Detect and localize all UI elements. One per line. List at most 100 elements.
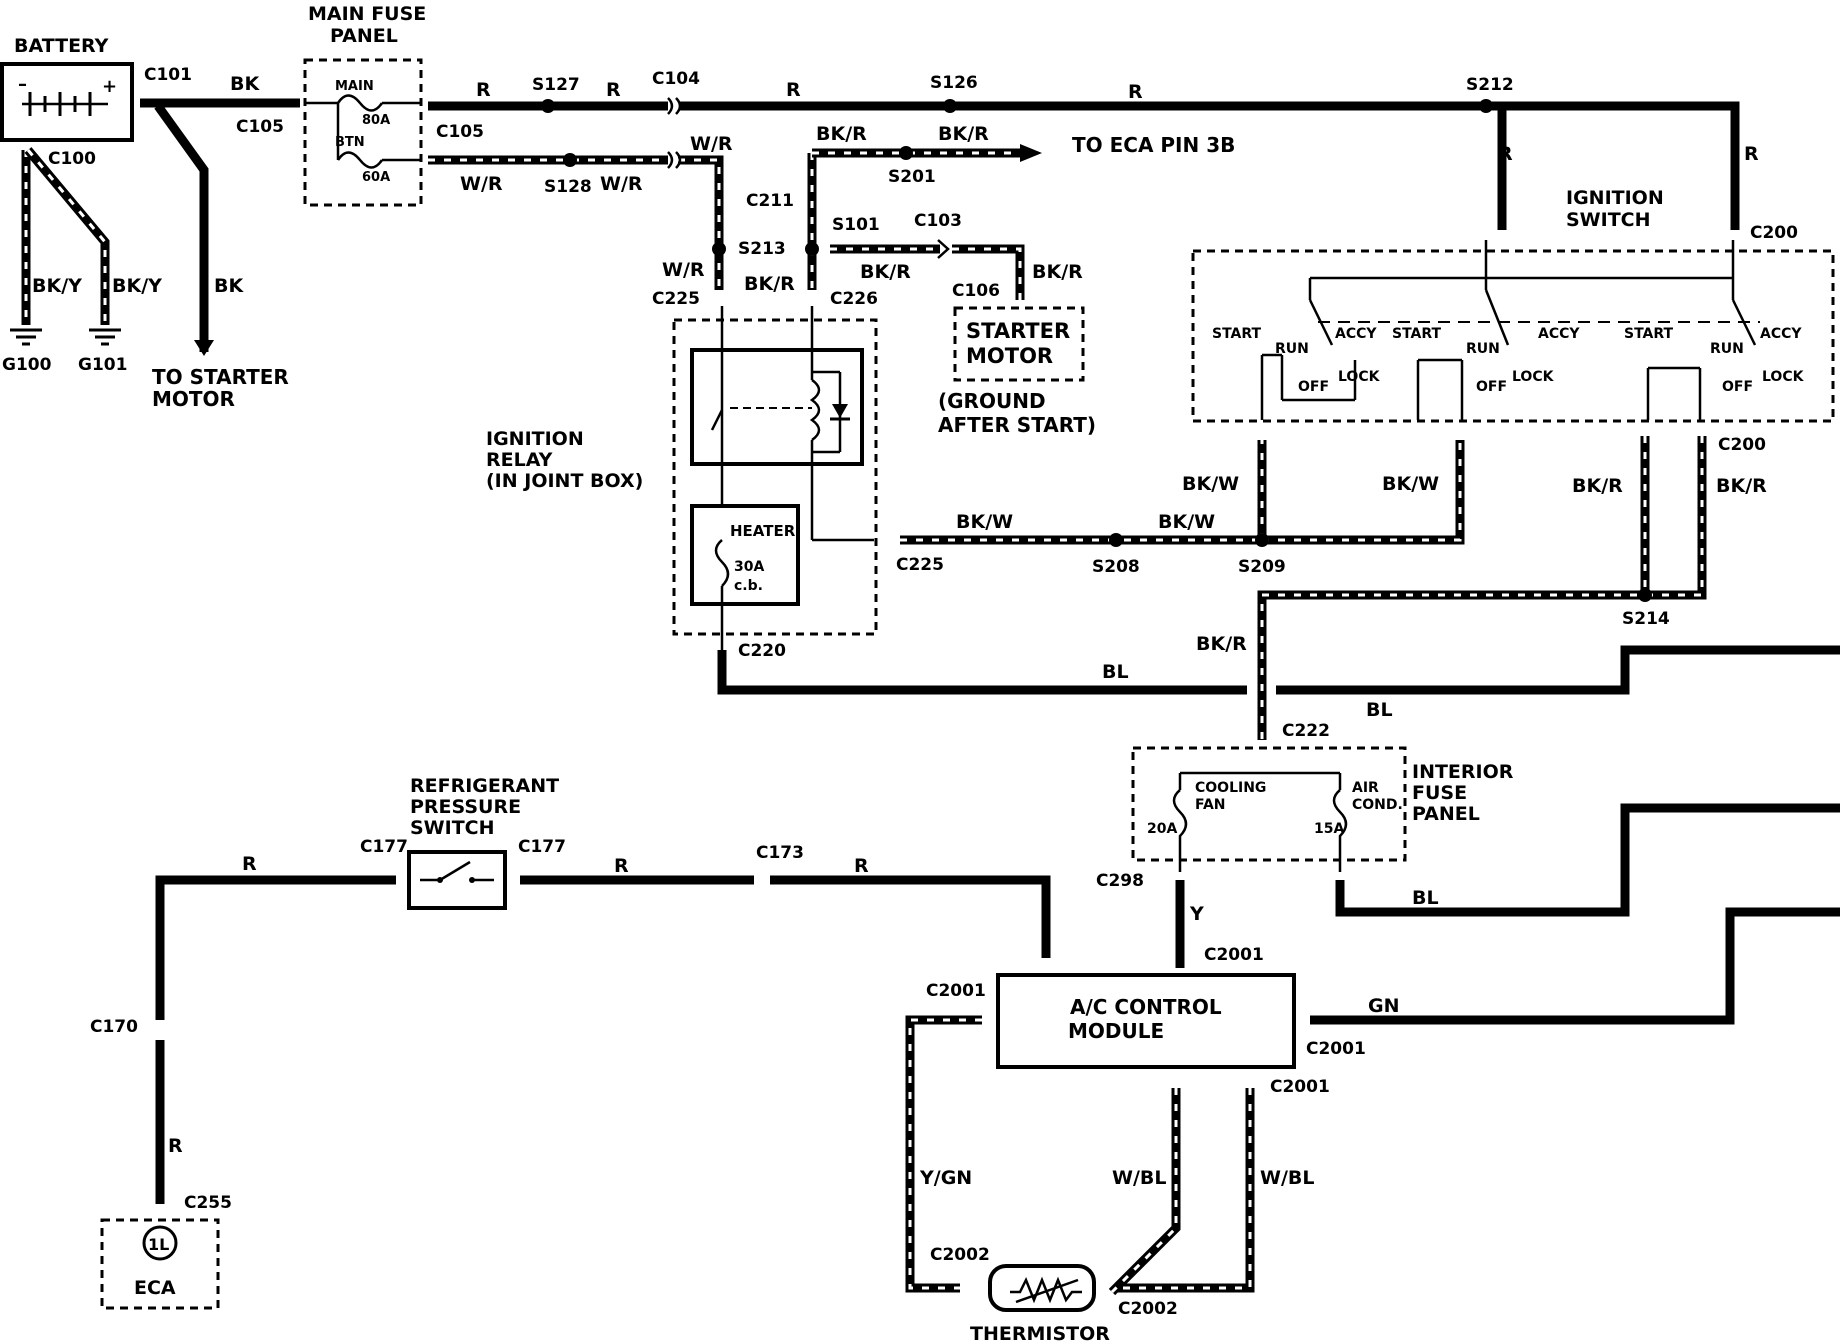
wire-r-8: R — [614, 855, 629, 877]
switch-start-3: START — [1624, 326, 1674, 342]
splice-s128: S128 — [544, 177, 592, 197]
eca-label: ECA — [134, 1277, 176, 1299]
btn-fuse-rating: 60A — [362, 170, 390, 185]
starter-motor-label-1: STARTER — [966, 319, 1070, 343]
ignition-relay-label-3: (IN JOINT BOX) — [486, 470, 643, 492]
wire-wr-3: W/R — [690, 133, 733, 155]
connector-c225-a: C225 — [652, 289, 700, 309]
svg-text:+: + — [102, 76, 117, 97]
wire-bkr-2: BK/R — [938, 123, 989, 145]
main-fuse-rating: 80A — [362, 113, 390, 128]
to-starter-motor-2: MOTOR — [152, 387, 235, 411]
connector-c200-b: C200 — [1718, 435, 1766, 455]
switch-run-3: RUN — [1710, 341, 1744, 357]
ac-module-label-2: MODULE — [1068, 1019, 1164, 1043]
cooling-fan-label-1: COOLING — [1195, 780, 1266, 796]
battery-label: BATTERY — [14, 35, 109, 57]
ignition-relay-label-2: RELAY — [486, 449, 553, 471]
ground-g100-label: G100 — [2, 355, 52, 375]
splice-s213: S213 — [738, 239, 786, 259]
connector-c298: C298 — [1096, 871, 1144, 891]
wire-r-1: R — [476, 79, 491, 101]
ignition-switch: START RUN ACCY OFF LOCK START RUN ACCY O… — [1191, 187, 1835, 423]
ac-module-label-1: A/C CONTROL — [1070, 995, 1222, 1019]
connector-c106: C106 — [952, 281, 1000, 301]
switch-off-1: OFF — [1298, 379, 1329, 395]
splice-s214: S214 — [1622, 609, 1670, 629]
connector-c2002-a: C2002 — [930, 1245, 990, 1265]
to-starter-motor-1: TO STARTER — [152, 365, 289, 389]
wire-r-3: R — [786, 79, 801, 101]
splice-s212: S212 — [1466, 75, 1514, 95]
battery: – + BATTERY — [0, 35, 134, 142]
wire-bkr-7: BK/R — [1716, 475, 1767, 497]
connector-c2001-c: C2001 — [1306, 1039, 1366, 1059]
connector-c105-a: C105 — [236, 117, 284, 137]
switch-run-1: RUN — [1275, 341, 1309, 357]
thermistor-label: THERMISTOR — [970, 1323, 1110, 1344]
svg-text:–: – — [18, 74, 27, 95]
connector-c177-a: C177 — [360, 837, 408, 857]
wire-bkr-6: BK/R — [1572, 475, 1623, 497]
heater-rating-2: c.b. — [734, 578, 763, 594]
splice-s201: S201 — [888, 167, 936, 187]
connector-c101: C101 — [144, 65, 192, 85]
switch-off-3: OFF — [1722, 379, 1753, 395]
interior-fuse-label-2: FUSE — [1412, 782, 1467, 804]
switch-accy-2: ACCY — [1538, 326, 1580, 342]
wire-bkw-2: BK/W — [1382, 473, 1439, 495]
connector-c255: C255 — [184, 1193, 232, 1213]
connector-c2001-b: C2001 — [926, 981, 986, 1001]
btn-fuse-label: BTN — [335, 135, 365, 150]
splice-s208: S208 — [1092, 557, 1140, 577]
wire-ygn: Y/GN — [919, 1167, 972, 1189]
wire-r-9: R — [854, 855, 869, 877]
wire-bl-3: BL — [1412, 887, 1439, 909]
connector-c2002-b: C2002 — [1118, 1299, 1178, 1319]
main-fuse-panel: MAIN FUSE PANEL MAIN 80A BTN 60A — [303, 3, 426, 207]
wire-bkw-3: BK/W — [956, 511, 1013, 533]
eca: 1L ECA — [100, 1218, 220, 1310]
wire-bkr-5: BK/R — [1032, 261, 1083, 283]
switch-lock-1: LOCK — [1338, 369, 1381, 385]
wire-bky-2: BK/Y — [112, 275, 162, 297]
interior-fuse-label-1: INTERIOR — [1412, 761, 1514, 783]
wire-color-labels: BK BK BK/Y BK/Y R R R R R R W/R W/R W/R … — [32, 73, 1767, 1189]
interior-fuse-panel: COOLING FAN 20A AIR COND. 15A INTERIOR F… — [1131, 746, 1514, 872]
splice-s209: S209 — [1238, 557, 1286, 577]
wire-r-10: R — [168, 1135, 183, 1157]
splices — [541, 99, 1652, 602]
cooling-fan-label-2: FAN — [1195, 797, 1226, 813]
wire-wr-1: W/R — [460, 173, 503, 195]
starter-motor: STARTER MOTOR (GROUND AFTER START) — [938, 306, 1096, 437]
switch-lock-2: LOCK — [1512, 369, 1555, 385]
connector-c170: C170 — [90, 1017, 138, 1037]
wire-wbl-1: W/BL — [1112, 1167, 1167, 1189]
wire-y: Y — [1189, 903, 1204, 925]
connector-c222: C222 — [1282, 721, 1330, 741]
connector-c200-a: C200 — [1750, 223, 1798, 243]
wire-bkr-1: BK/R — [816, 123, 867, 145]
wire-r-7: R — [242, 853, 257, 875]
wire-wr-2: W/R — [600, 173, 643, 195]
switch-accy-1: ACCY — [1335, 326, 1377, 342]
ignition-relay-label-1: IGNITION — [486, 428, 584, 450]
ground-g101-label: G101 — [78, 355, 127, 375]
connector-c173: C173 — [756, 843, 804, 863]
ground-g101 — [89, 328, 121, 346]
connector-c220: C220 — [738, 641, 786, 661]
wire-bk-2: BK — [214, 275, 244, 297]
air-cond-label-1: AIR — [1352, 780, 1379, 796]
heater-rating-1: 30A — [734, 559, 764, 575]
splice-s126: S126 — [930, 73, 978, 93]
refrigerant-label-1: REFRIGERANT — [410, 775, 559, 797]
wire-bl-2: BL — [1366, 699, 1393, 721]
connector-c225-b: C225 — [896, 555, 944, 575]
thermistor: THERMISTOR — [970, 1264, 1110, 1344]
connector-c2001-a: C2001 — [1204, 945, 1264, 965]
splice-s101: S101 — [832, 215, 880, 235]
connector-c226: C226 — [830, 289, 878, 309]
wire-r-4: R — [1128, 81, 1143, 103]
air-cond-rating: 15A — [1314, 821, 1344, 837]
